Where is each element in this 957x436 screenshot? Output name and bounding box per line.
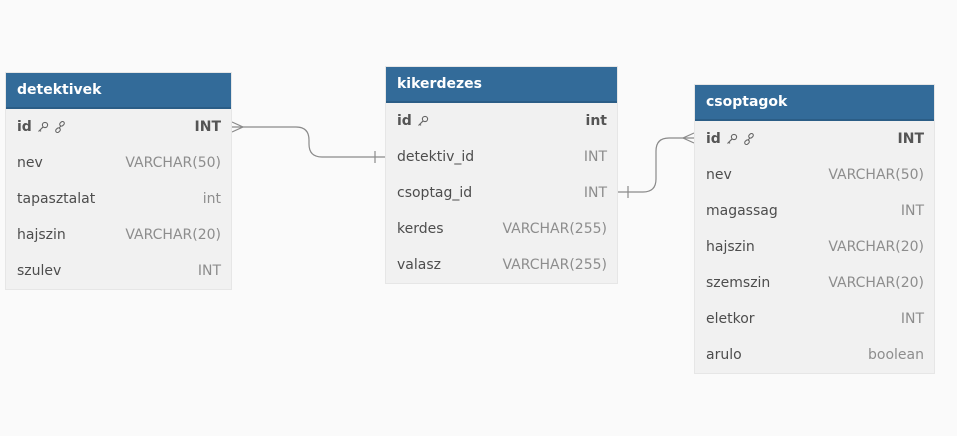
- field-row[interactable]: csoptag_id INT: [386, 175, 617, 211]
- field-name: csoptag_id: [397, 185, 473, 201]
- field-row[interactable]: nev VARCHAR(50): [6, 145, 231, 181]
- field-type: VARCHAR(50): [125, 155, 221, 171]
- field-row[interactable]: tapasztalat int: [6, 181, 231, 217]
- field-type: int: [202, 191, 221, 207]
- field-name: id: [17, 119, 32, 135]
- field-type: VARCHAR(20): [828, 239, 924, 255]
- field-row[interactable]: id INT: [6, 109, 231, 145]
- field-type: INT: [897, 131, 924, 147]
- field-name: id: [706, 131, 721, 147]
- field-type: INT: [583, 185, 607, 201]
- field-name: arulo: [706, 347, 742, 363]
- field-name: hajszin: [706, 239, 755, 255]
- field-name: hajszin: [17, 227, 66, 243]
- field-row[interactable]: detektiv_id INT: [386, 139, 617, 175]
- field-name: kerdes: [397, 221, 444, 237]
- field-type: INT: [197, 263, 221, 279]
- table-header[interactable]: detektivek: [6, 73, 231, 109]
- field-row[interactable]: id int: [386, 103, 617, 139]
- field-type: VARCHAR(20): [828, 275, 924, 291]
- field-type: INT: [900, 311, 924, 327]
- field-type: boolean: [868, 347, 924, 363]
- field-type: VARCHAR(255): [502, 257, 607, 273]
- relationship-detektivek-kikerdezes[interactable]: [231, 121, 386, 163]
- field-type: INT: [194, 119, 221, 135]
- relationship-kikerdezes-csoptagok[interactable]: [618, 132, 695, 198]
- link-icon: [743, 133, 755, 145]
- field-name: valasz: [397, 257, 441, 273]
- field-row[interactable]: eletkor INT: [695, 301, 934, 337]
- field-name: id: [397, 113, 412, 129]
- field-row[interactable]: arulo boolean: [695, 337, 934, 373]
- field-row[interactable]: kerdes VARCHAR(255): [386, 211, 617, 247]
- field-name: tapasztalat: [17, 191, 96, 207]
- crowfoot-many-icon: [681, 132, 695, 144]
- field-row[interactable]: nev VARCHAR(50): [695, 157, 934, 193]
- field-row[interactable]: hajszin VARCHAR(20): [695, 229, 934, 265]
- table-csoptagok[interactable]: csoptagok id INT nev VARCHAR(50) magassa…: [695, 85, 934, 373]
- field-type: VARCHAR(50): [828, 167, 924, 183]
- field-row[interactable]: valasz VARCHAR(255): [386, 247, 617, 283]
- table-detektivek[interactable]: detektivek id INT nev VARCHAR(50) tapasz…: [6, 73, 231, 289]
- field-name: detektiv_id: [397, 149, 475, 165]
- field-name: nev: [706, 167, 732, 183]
- table-header[interactable]: kikerdezes: [386, 67, 617, 103]
- field-type: VARCHAR(255): [502, 221, 607, 237]
- key-icon: [726, 133, 738, 145]
- field-row[interactable]: id INT: [695, 121, 934, 157]
- field-row[interactable]: szulev INT: [6, 253, 231, 289]
- table-kikerdezes[interactable]: kikerdezes id int detektiv_id INT csopta…: [386, 67, 617, 283]
- crowfoot-many-icon: [231, 121, 245, 133]
- key-icon: [37, 121, 49, 133]
- field-name: szulev: [17, 263, 62, 279]
- field-row[interactable]: hajszin VARCHAR(20): [6, 217, 231, 253]
- field-type: INT: [900, 203, 924, 219]
- field-row[interactable]: szemszin VARCHAR(20): [695, 265, 934, 301]
- field-name: magassag: [706, 203, 778, 219]
- link-icon: [54, 121, 66, 133]
- field-name: eletkor: [706, 311, 755, 327]
- field-row[interactable]: magassag INT: [695, 193, 934, 229]
- field-name: nev: [17, 155, 43, 171]
- field-name: szemszin: [706, 275, 771, 291]
- key-icon: [417, 115, 429, 127]
- field-type: INT: [583, 149, 607, 165]
- field-type: VARCHAR(20): [125, 227, 221, 243]
- table-header[interactable]: csoptagok: [695, 85, 934, 121]
- field-type: int: [585, 113, 607, 129]
